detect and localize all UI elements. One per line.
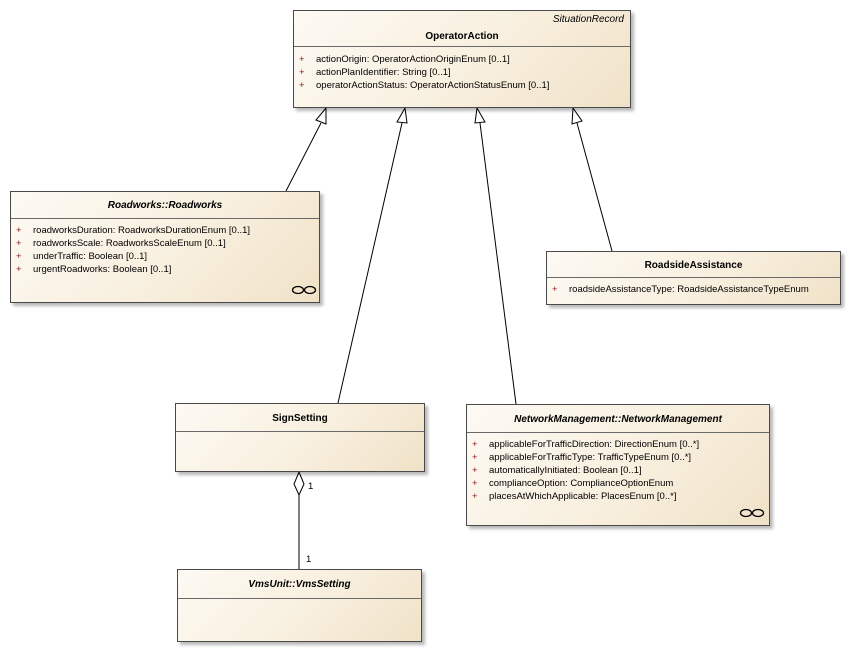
generalization-signsetting-line [337, 122, 403, 404]
class-name: SignSetting [272, 413, 328, 424]
class-operator-action[interactable]: SituationRecord OperatorAction + actionOr… [293, 10, 631, 108]
attribute-text: actionOrigin: OperatorActionOriginEnum [… [316, 54, 510, 65]
attribute-list: + roadsideAssistanceType: RoadsideAssista… [547, 278, 840, 296]
attribute-text: urgentRoadworks: Boolean [0..1] [33, 264, 172, 275]
attribute-text: actionPlanIdentifier: String [0..1] [316, 67, 451, 78]
visibility-marker: + [299, 54, 305, 65]
class-sign-setting[interactable]: SignSetting [175, 403, 425, 472]
attribute-text: roadworksScale: RoadworksScaleEnum [0..1… [33, 238, 226, 249]
class-header: NetworkManagement::NetworkManagement [467, 405, 769, 433]
class-vms-setting[interactable]: VmsUnit::VmsSetting [177, 569, 422, 642]
class-header: Roadworks::Roadworks [11, 192, 319, 219]
visibility-marker: + [16, 225, 22, 236]
visibility-marker: + [16, 238, 22, 249]
attribute-row: + placesAtWhichApplicable: PlacesEnum [0.… [472, 490, 769, 503]
visibility-marker: + [472, 491, 478, 502]
attribute-row: + applicableForTrafficType: TrafficTypeEn… [472, 451, 769, 464]
visibility-marker: + [16, 251, 22, 262]
attribute-row: + operatorActionStatus: OperatorActionSta… [299, 79, 630, 92]
attribute-row: + actionOrigin: OperatorActionOriginEnum … [299, 53, 630, 66]
generalization-arrowhead-signsetting [396, 106, 408, 124]
attribute-row: + roadworksDuration: RoadworksDurationEnu… [16, 224, 319, 237]
attribute-text: roadsideAssistanceType: RoadsideAssistan… [569, 284, 809, 295]
attribute-row: + urgentRoadworks: Boolean [0..1] [16, 263, 319, 276]
visibility-marker: + [16, 264, 22, 275]
visibility-marker: + [552, 284, 558, 295]
attribute-list: + roadworksDuration: RoadworksDurationEnu… [11, 219, 319, 276]
attribute-row: + applicableForTrafficDirection: Directio… [472, 438, 769, 451]
class-header: SituationRecord OperatorAction [294, 11, 630, 47]
class-name: NetworkManagement::NetworkManagement [514, 414, 722, 425]
visibility-marker: + [472, 478, 478, 489]
visibility-marker: + [299, 67, 305, 78]
class-header: RoadsideAssistance [547, 252, 840, 278]
attribute-text: applicableForTrafficType: TrafficTypeEnu… [489, 452, 692, 463]
attribute-text: applicableForTrafficDirection: Direction… [489, 439, 700, 450]
visibility-marker: + [299, 80, 305, 91]
attribute-text: underTraffic: Boolean [0..1] [33, 251, 148, 262]
class-name: RoadsideAssistance [644, 260, 743, 271]
attribute-list: + actionOrigin: OperatorActionOriginEnum … [294, 47, 630, 92]
attribute-list: + applicableForTrafficDirection: Directio… [467, 433, 769, 503]
attribute-row: + complianceOption: ComplianceOptionEnum [472, 477, 769, 490]
generalization-roadworks-line [285, 122, 322, 192]
attribute-text: placesAtWhichApplicable: PlacesEnum [0..… [489, 491, 677, 502]
stereotype-label: SituationRecord [552, 14, 624, 25]
generalization-arrowhead-roadsideassistance [571, 106, 583, 125]
linked-diagram-icon [739, 508, 765, 518]
attribute-row: + actionPlanIdentifier: String [0..1] [299, 66, 630, 79]
aggregation-source-multiplicity: 1 [308, 481, 314, 492]
visibility-marker: + [472, 465, 478, 476]
class-name: VmsUnit::VmsSetting [248, 579, 351, 590]
attribute-row: + roadworksScale: RoadworksScaleEnum [0..… [16, 237, 319, 250]
class-header: SignSetting [176, 404, 424, 432]
generalization-roadsideassistance-line [576, 122, 613, 252]
linked-diagram-icon [291, 285, 317, 295]
visibility-marker: + [472, 452, 478, 463]
aggregation-diamond [293, 470, 305, 497]
attribute-text: operatorActionStatus: OperatorActionStat… [316, 80, 550, 91]
attribute-row: + automaticallyInitiated: Boolean [0..1] [472, 464, 769, 477]
class-name: OperatorAction [425, 31, 499, 42]
attribute-row: + roadsideAssistanceType: RoadsideAssista… [552, 283, 840, 296]
attribute-row: + underTraffic: Boolean [0..1] [16, 250, 319, 263]
class-network-management[interactable]: NetworkManagement::NetworkManagement +ap… [466, 404, 770, 526]
class-header: VmsUnit::VmsSetting [178, 570, 421, 599]
attribute-text: roadworksDuration: RoadworksDurationEnum… [33, 225, 251, 236]
generalization-networkmanagement-line [479, 122, 517, 405]
attribute-text: complianceOption: ComplianceOptionEnum [489, 478, 674, 489]
generalization-arrowhead-roadworks [315, 106, 327, 125]
class-roadside-assistance[interactable]: RoadsideAssistance + roadsideAssistanceTy… [546, 251, 841, 305]
generalization-arrowhead-networkmanagement [474, 106, 486, 124]
visibility-marker: + [472, 439, 478, 450]
aggregation-target-multiplicity: 1 [306, 554, 312, 565]
class-name: Roadworks::Roadworks [107, 200, 223, 211]
class-roadworks[interactable]: Roadworks::Roadworks + roadworksDuration:… [10, 191, 320, 303]
attribute-text: automaticallyInitiated: Boolean [0..1] [489, 465, 642, 476]
